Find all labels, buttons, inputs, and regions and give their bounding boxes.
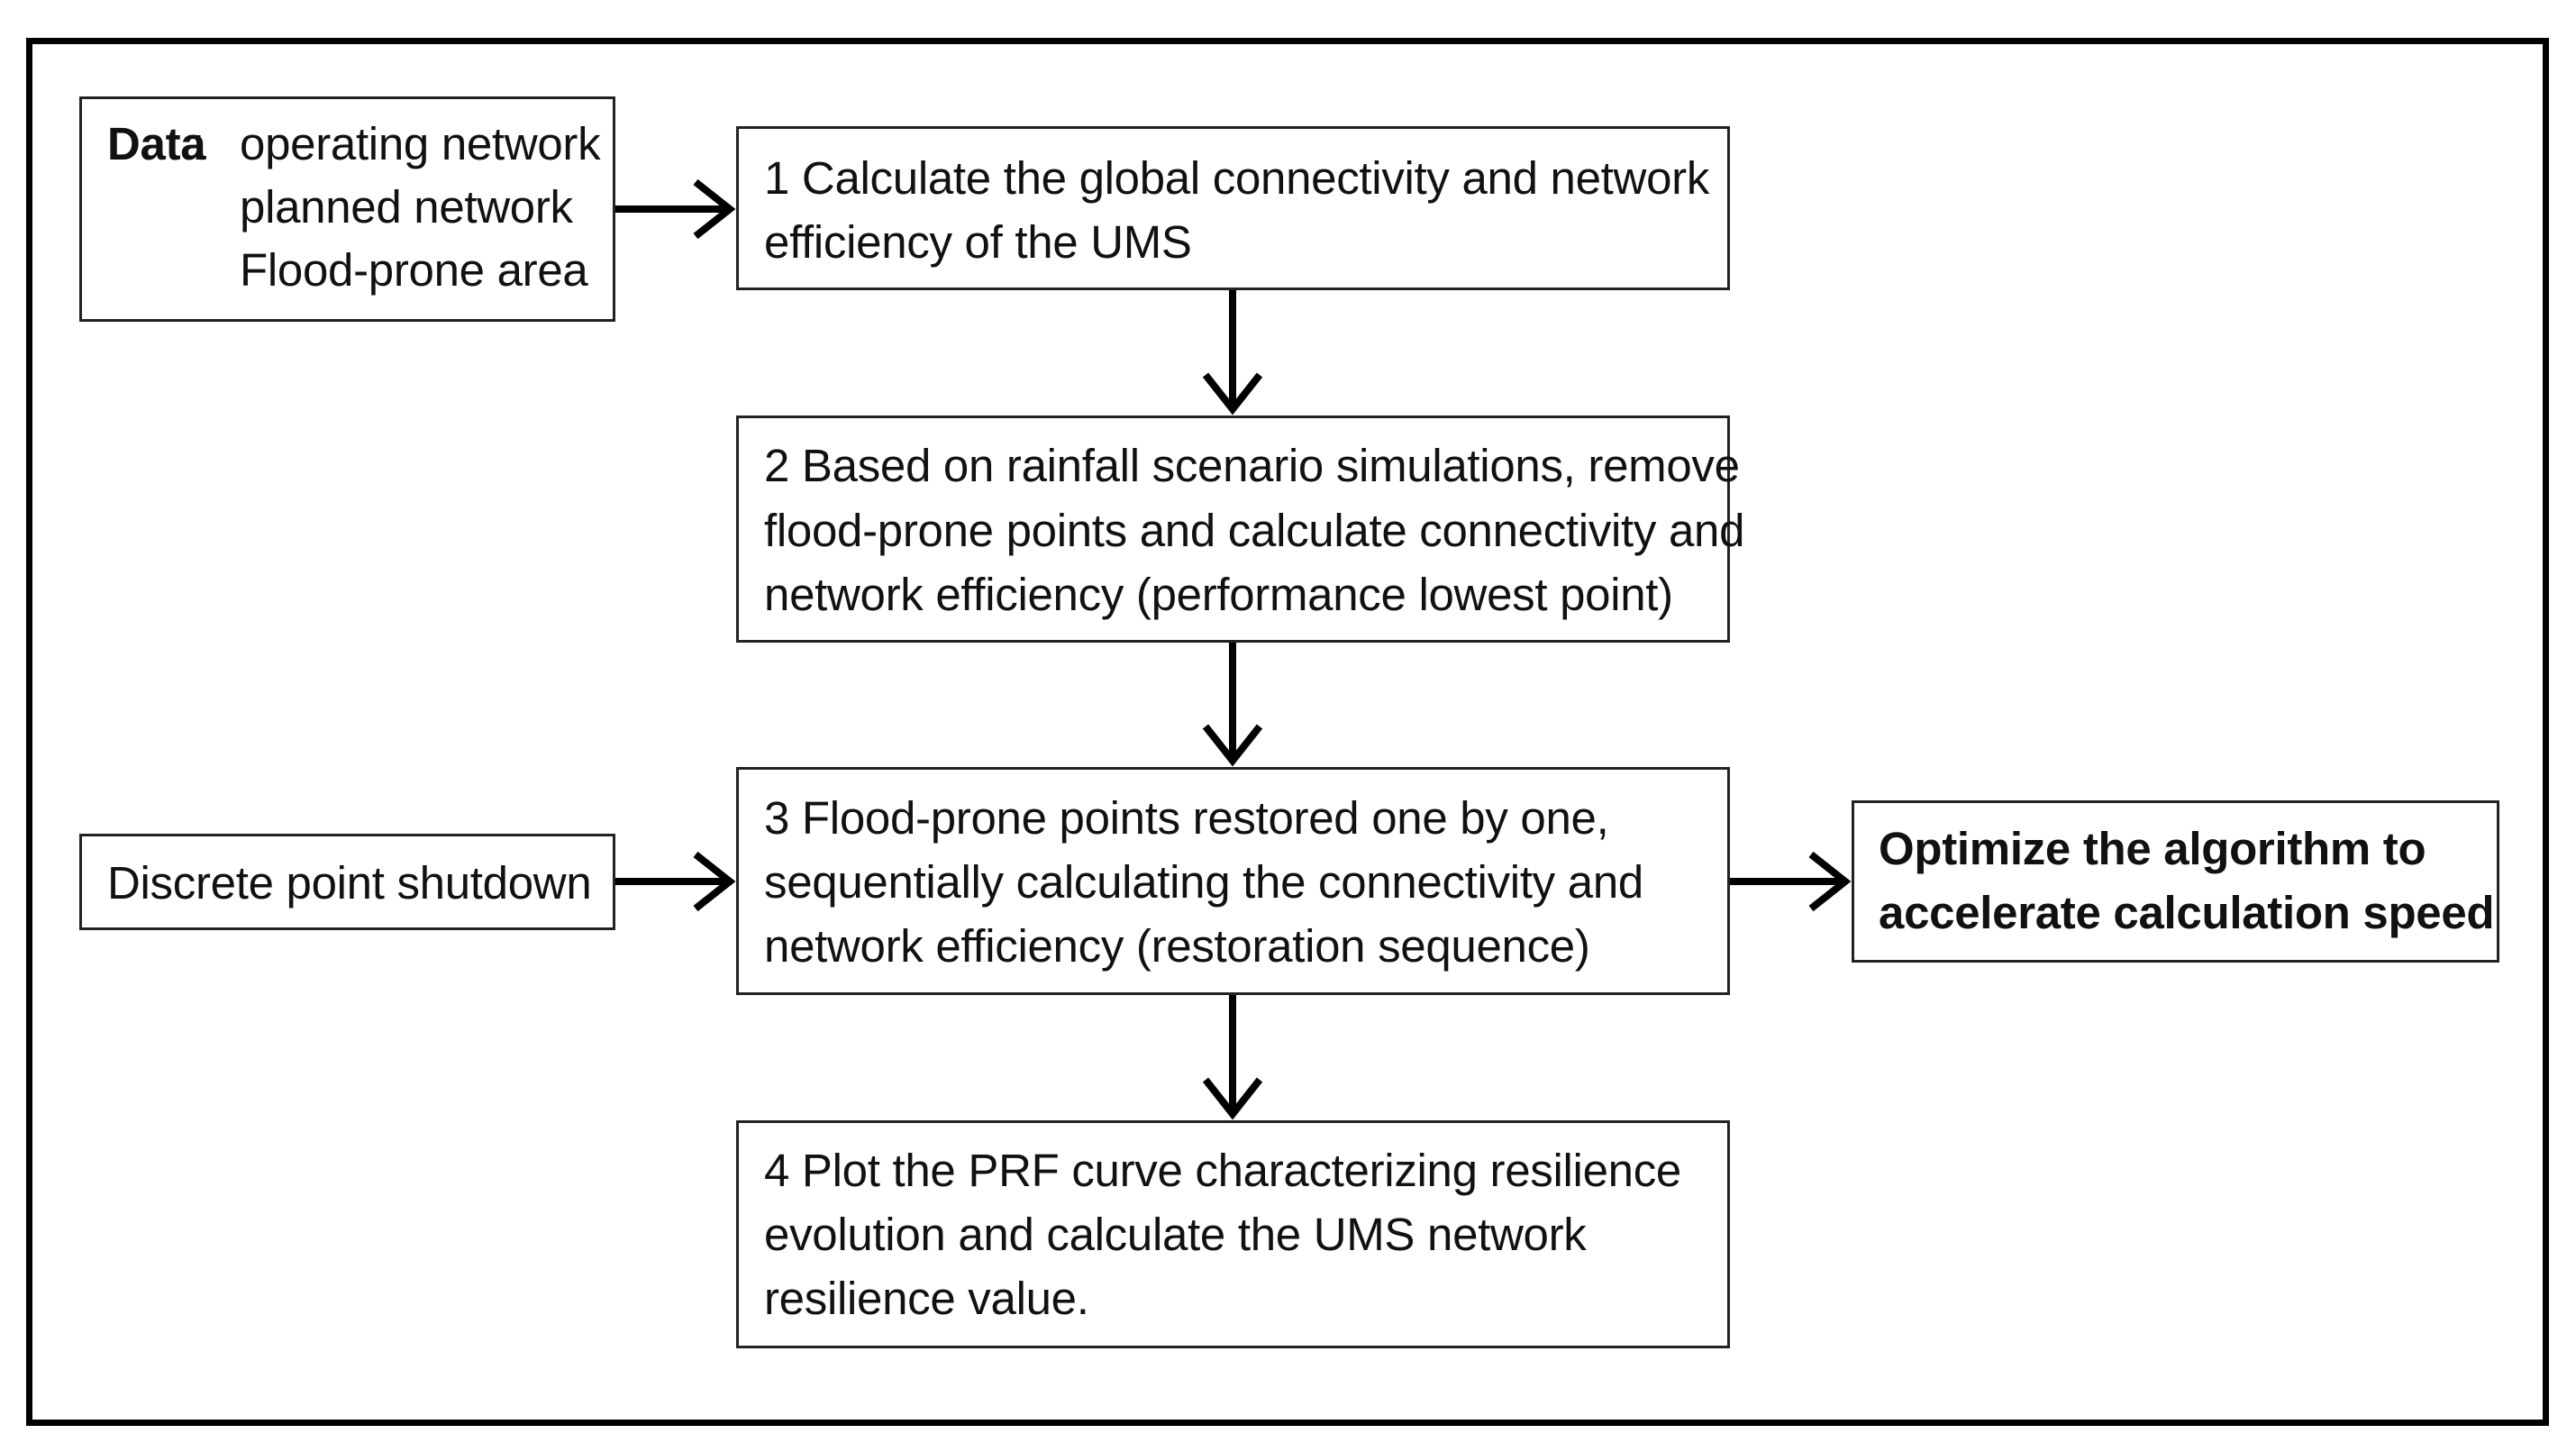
data-item-flood-prone-area: Flood-prone area — [240, 244, 588, 296]
data-label-separator: : — [192, 118, 205, 169]
step-2-line-3: network efficiency (performance lowest p… — [764, 569, 1673, 620]
step-4-line-1: 4 Plot the PRF curve characterizing resi… — [764, 1145, 1681, 1196]
step-2-line-1: 2 Based on rainfall scenario simulations… — [764, 440, 1740, 491]
step-2-box: 2 Based on rainfall scenario simulations… — [736, 416, 1744, 643]
step-4-box: 4 Plot the PRF curve characterizing resi… — [736, 1120, 1730, 1348]
step-1-line-1: 1 Calculate the global connectivity and … — [764, 152, 1710, 204]
outer-frame — [26, 38, 2549, 1426]
data-label: Data — [107, 118, 206, 169]
optimize-line-2: accelerate calculation speed — [1879, 887, 2495, 938]
step-4-line-3: resilience value. — [764, 1273, 1089, 1324]
optimize-output-box: Optimize the algorithm to accelerate cal… — [1852, 800, 2499, 963]
step-4-line-2: evolution and calculate the UMS network — [764, 1209, 1587, 1260]
step-2-line-2: flood-prone points and calculate connect… — [764, 505, 1745, 556]
step-3-box: 3 Flood-prone points restored one by one… — [736, 767, 1730, 995]
discrete-shutdown-label: Discrete point shutdown — [107, 857, 592, 909]
step-1-line-2: efficiency of the UMS — [764, 216, 1192, 268]
step-3-line-3: network efficiency (restoration sequence… — [764, 920, 1590, 972]
discrete-shutdown-box: Discrete point shutdown — [79, 834, 615, 930]
step-3-line-1: 3 Flood-prone points restored one by one… — [764, 792, 1609, 844]
data-item-planned-network: planned network — [240, 181, 573, 233]
data-input-box: Data : operating network planned network… — [79, 96, 615, 322]
data-item-operating-network: operating network — [240, 118, 601, 169]
optimize-line-1: Optimize the algorithm to — [1879, 823, 2426, 874]
step-3-line-2: sequentially calculating the connectivit… — [764, 856, 1643, 908]
step-1-box: 1 Calculate the global connectivity and … — [736, 126, 1730, 290]
